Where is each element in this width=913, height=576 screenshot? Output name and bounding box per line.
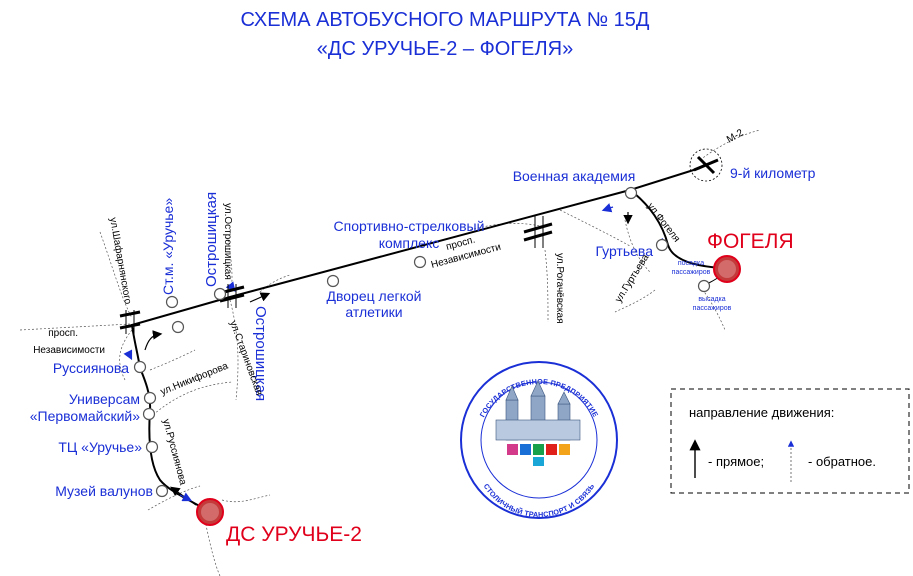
stop-dvorets-marker: [326, 274, 340, 288]
map-title-line1: СХЕМА АВТОБУСНОГО МАРШРУТА № 15Д: [241, 9, 650, 31]
note-vysadka-2: пассажиров: [693, 305, 732, 312]
stop-muzey-marker: [155, 484, 169, 498]
stop-stm-marker: [165, 295, 179, 309]
stop-sport-marker: [413, 255, 427, 269]
legend-title: направление движения:: [689, 405, 834, 420]
stop-markers: [133, 186, 711, 498]
stop-univ-marker: [142, 407, 156, 421]
stop-ostro-marker: [213, 287, 227, 301]
legend-reverse-label: - обратное.: [808, 454, 876, 469]
terminal-end-marker: [713, 255, 741, 283]
terminal-markers: [196, 255, 741, 526]
stop-gurt2-marker: [697, 279, 711, 293]
note-vysadka-1: высадка: [698, 296, 725, 303]
street-nikif-label: ул.Никифорова: [159, 360, 231, 398]
stop-univ2-marker: [143, 391, 157, 405]
terminal-start-marker: [196, 498, 224, 526]
stop-tc-marker: [145, 440, 159, 454]
stop-sport-label-1: Спортивно-стрелковый: [334, 218, 485, 234]
street-prosp-left-2: Независимости: [33, 345, 105, 356]
stop-dvorets-label-1: Дворец легкой: [327, 288, 422, 304]
stop-muzey-label: Музей валунов: [55, 483, 153, 499]
interchange-icons: [119, 148, 723, 334]
terminal-end-inner: [718, 260, 736, 278]
terminal-start-label: ДС УРУЧЬЕ-2: [226, 523, 362, 546]
street-lines: [19, 129, 761, 576]
street-rogach-label: ул.Рогачёвская: [554, 253, 565, 324]
stop-univ-label-2: «Первомайский»: [30, 408, 140, 424]
terminal-start-inner: [201, 503, 219, 521]
stop-tc-label: ТЦ «Уручье»: [58, 439, 142, 455]
stop-ostro-top-label: Острошицкая: [203, 192, 220, 287]
note-posadka-1: посадка: [678, 260, 704, 267]
stop-stm2-marker: [171, 320, 185, 334]
street-russ-label: ул.Руссиянова: [160, 418, 188, 487]
stop-voen-label: Военная академия: [513, 168, 636, 184]
street-fogel-label: ул.Фогеля: [645, 201, 682, 244]
street-shafar-label: ул.Шафарнянского: [107, 216, 134, 305]
legend-forward-label: - прямое;: [708, 454, 764, 469]
logo-inner-ring: [480, 381, 598, 499]
street-prosp-left-1: просп.: [48, 328, 78, 339]
street-ostro-label: ул.Острошицкая: [222, 203, 233, 280]
stop-univ-label-1: Универсам: [69, 391, 140, 407]
stop-sport-label-2: комплекс: [379, 235, 440, 251]
stop-ostro-bottom-label: Острошицкая: [252, 306, 269, 401]
legend: направление движения: - прямое; - обратн…: [670, 388, 910, 494]
company-logo: ГОСУДАРСТВЕННОЕ ПРЕДПРИЯТИЕ СТОЛИЧНЫЙ ТР…: [460, 361, 618, 519]
stop-gurt-label: Гуртьева: [595, 243, 653, 259]
stop-voen-marker: [624, 186, 638, 200]
note-posadka-2: пассажиров: [672, 269, 711, 276]
stop-dvorets-label-2: атлетики: [345, 304, 402, 320]
map-title-line2: «ДС УРУЧЬЕ-2 – ФОГЕЛЯ»: [317, 38, 573, 60]
stop-russ-label: Руссиянова: [53, 360, 129, 376]
logo-buildings-icon: [495, 380, 581, 441]
terminal-end-label: ФОГЕЛЯ: [707, 230, 794, 253]
street-gurt-label: ул.Гуртьева: [613, 252, 651, 304]
stop-km9-label: 9-й километр: [730, 165, 816, 181]
logo-transport-icons: [507, 444, 570, 466]
stop-stm-label: Ст.м. «Уручье»: [160, 198, 176, 295]
street-m2-label: М-2: [725, 127, 746, 145]
stop-gurt-marker: [655, 238, 669, 252]
stop-russ-marker: [133, 360, 147, 374]
